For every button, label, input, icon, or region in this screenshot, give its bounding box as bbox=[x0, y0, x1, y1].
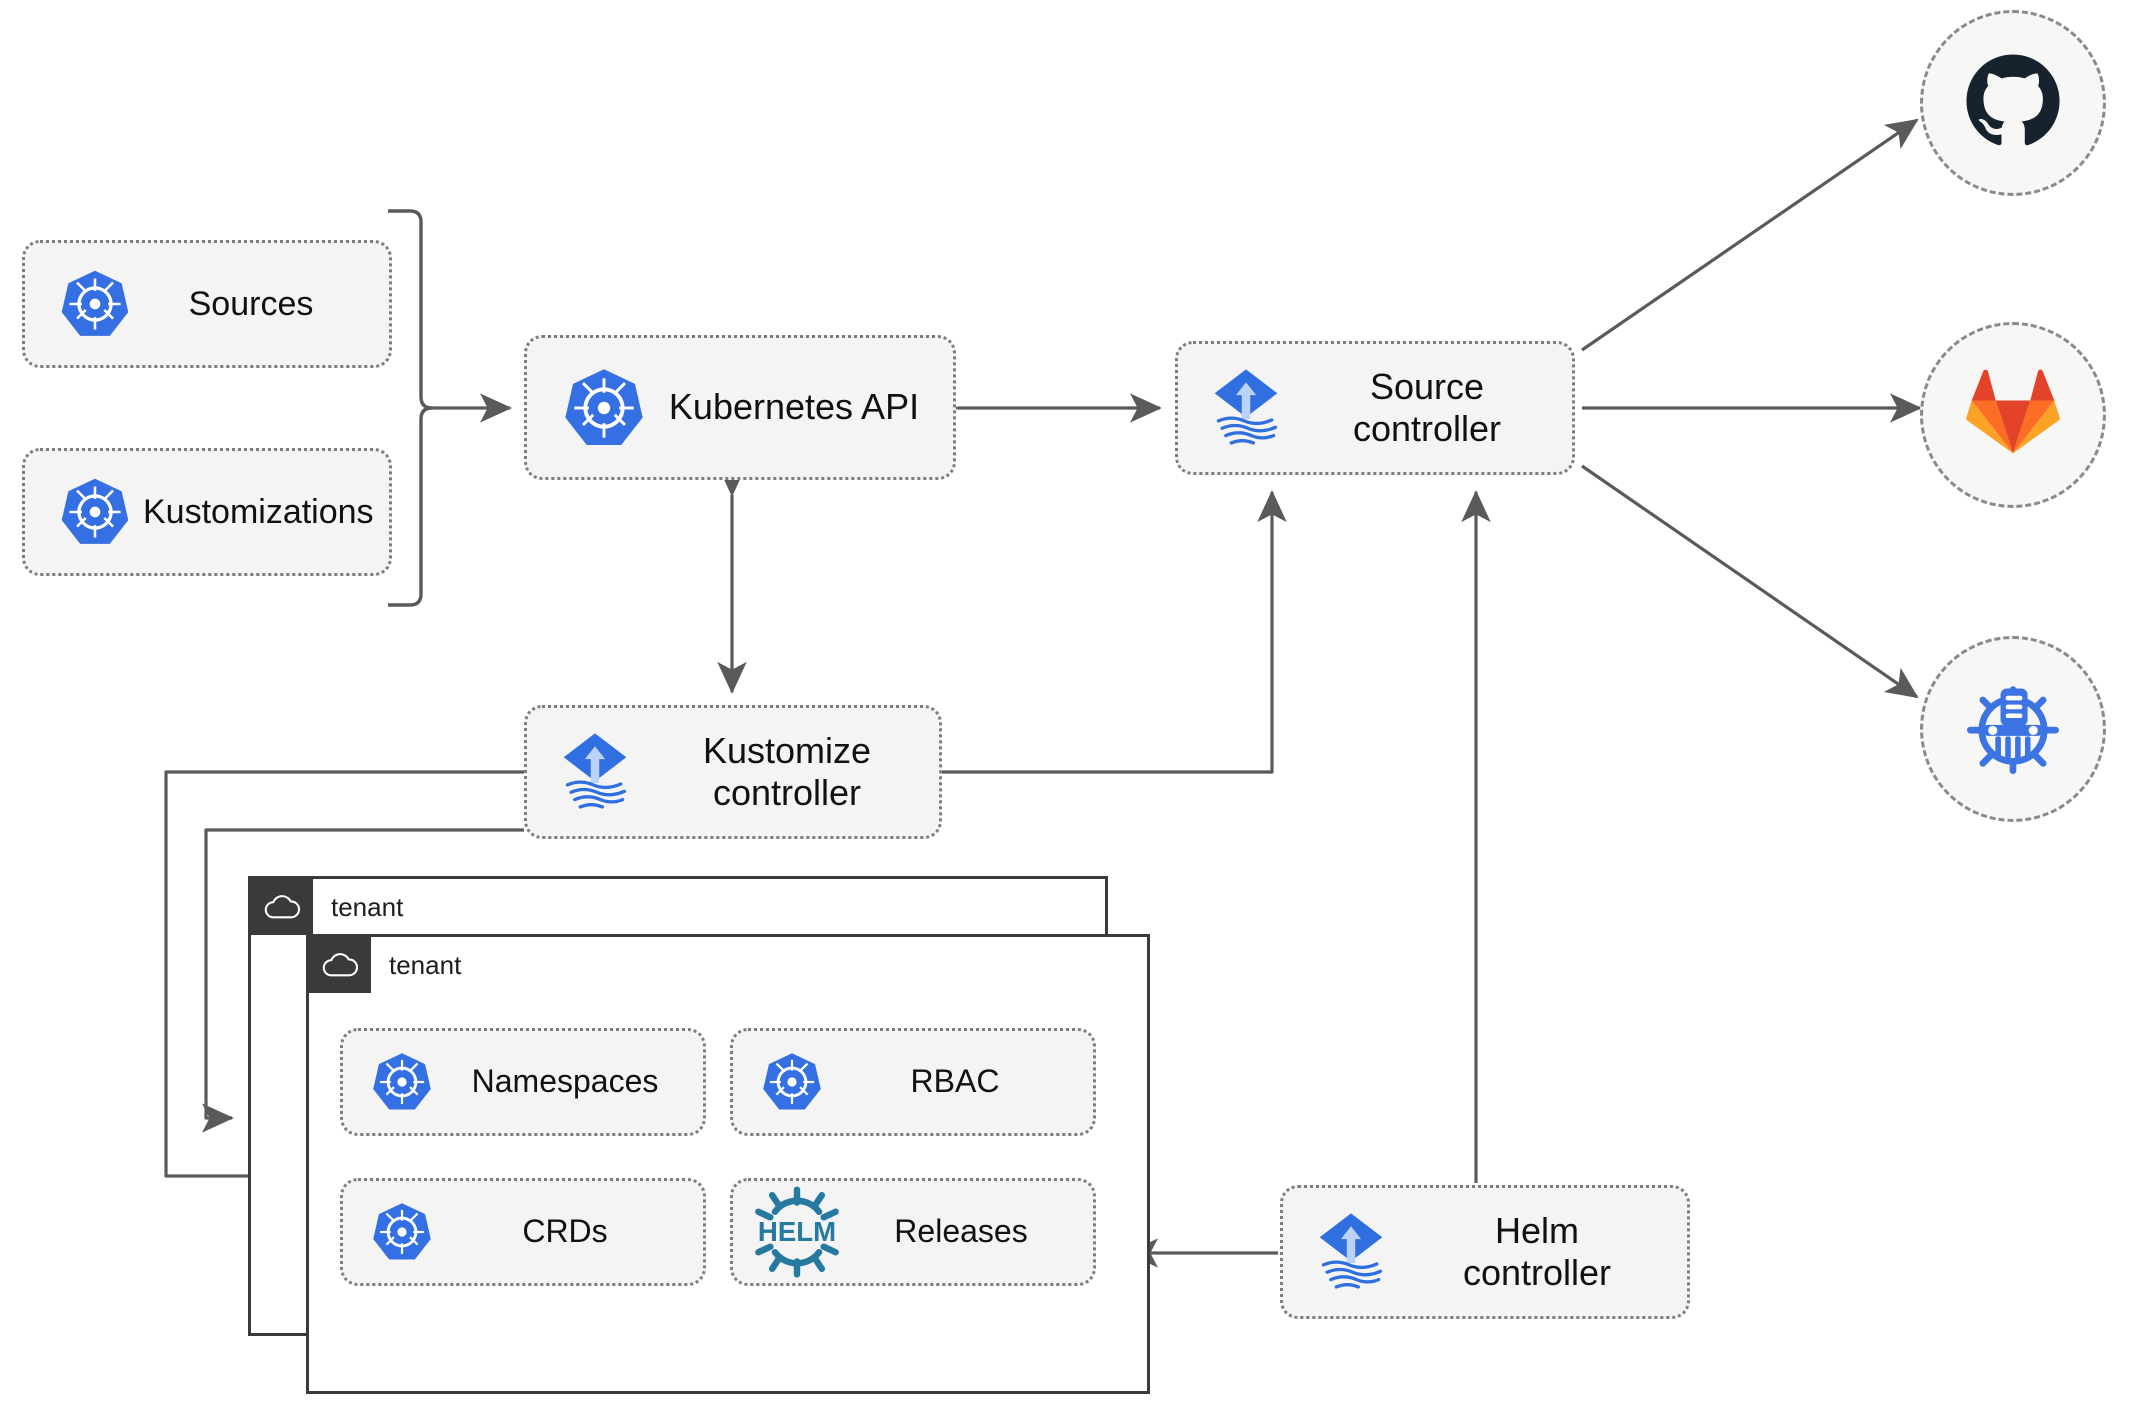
provider-helm-registry[interactable] bbox=[1920, 636, 2106, 822]
tenant-tile-rbac[interactable]: RBAC bbox=[730, 1028, 1096, 1136]
flux-icon bbox=[1295, 1206, 1407, 1298]
flux-icon bbox=[539, 726, 651, 818]
node-helm-controller[interactable]: Helm controller bbox=[1280, 1185, 1690, 1319]
tenant-tile-releases[interactable]: HELM Releases bbox=[730, 1178, 1096, 1286]
helm-icon: HELM bbox=[745, 1184, 849, 1280]
provider-gitlab[interactable] bbox=[1920, 322, 2106, 508]
tenant-label: tenant bbox=[331, 891, 404, 922]
tenant-container-front[interactable]: tenant bbox=[306, 934, 1150, 1394]
resource-tile-kustomizations[interactable]: Kustomizations bbox=[22, 448, 392, 576]
node-kustomize-controller[interactable]: Kustomize controller bbox=[524, 705, 942, 839]
gitlab-icon bbox=[1965, 365, 2061, 466]
resource-label: Kustomizations bbox=[143, 492, 374, 531]
tenant-label: tenant bbox=[389, 949, 462, 980]
cloud-icon bbox=[309, 937, 371, 993]
tenant-header: tenant bbox=[309, 937, 461, 993]
kubernetes-icon bbox=[749, 1050, 835, 1114]
node-label: Kubernetes API bbox=[668, 386, 920, 428]
tenant-header: tenant bbox=[251, 879, 403, 935]
resource-tile-sources[interactable]: Sources bbox=[22, 240, 392, 368]
tenant-tile-namespaces[interactable]: Namespaces bbox=[340, 1028, 706, 1136]
kubernetes-icon bbox=[359, 1200, 445, 1264]
helm-registry-icon bbox=[1961, 675, 2065, 784]
node-label: Kustomize controller bbox=[702, 729, 872, 813]
tile-label: Namespaces bbox=[471, 1063, 659, 1100]
kubernetes-icon bbox=[549, 365, 659, 451]
flux-icon bbox=[1190, 362, 1302, 454]
cloud-icon bbox=[251, 879, 313, 935]
tenant-tile-crds[interactable]: CRDs bbox=[340, 1178, 706, 1286]
github-icon bbox=[1964, 52, 2062, 155]
node-label: Helm controller bbox=[1462, 1209, 1612, 1293]
resource-label: Sources bbox=[188, 284, 314, 323]
tile-label: CRDs bbox=[522, 1213, 608, 1250]
node-kubernetes-api[interactable]: Kubernetes API bbox=[524, 335, 956, 480]
kubernetes-icon bbox=[359, 1050, 445, 1114]
kubernetes-icon bbox=[47, 267, 143, 341]
tile-label: Releases bbox=[894, 1213, 1028, 1250]
node-label: Source controller bbox=[1352, 365, 1502, 449]
helm-wordmark: HELM bbox=[758, 1216, 836, 1247]
tile-label: RBAC bbox=[910, 1063, 1000, 1100]
kubernetes-icon bbox=[47, 475, 143, 549]
provider-github[interactable] bbox=[1920, 10, 2106, 196]
node-source-controller[interactable]: Source controller bbox=[1175, 341, 1575, 475]
